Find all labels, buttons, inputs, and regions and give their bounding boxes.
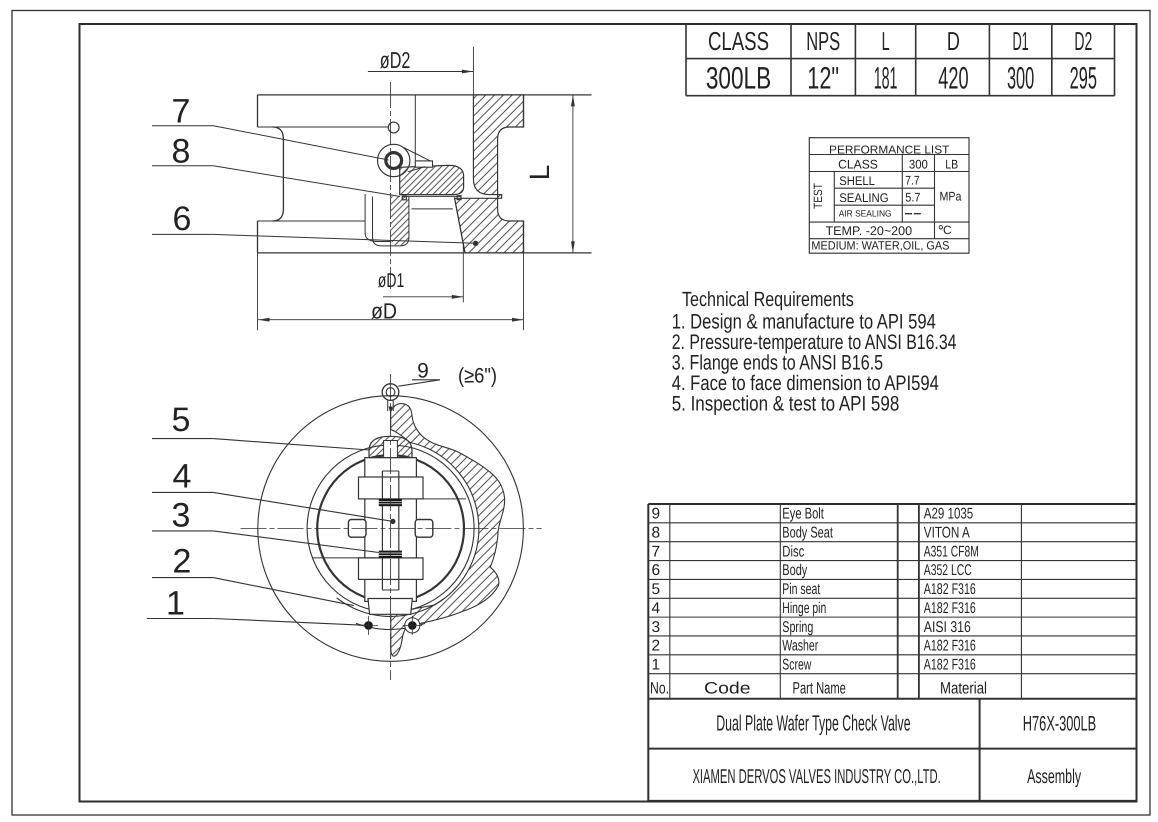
svg-text:9: 9 bbox=[652, 506, 661, 523]
svg-text:C: C bbox=[943, 223, 952, 237]
svg-text:Disc: Disc bbox=[782, 543, 804, 560]
svg-text:øD: øD bbox=[371, 299, 397, 324]
svg-text:AISI 316: AISI 316 bbox=[924, 619, 971, 636]
svg-text:420: 420 bbox=[938, 60, 968, 95]
svg-text:4: 4 bbox=[173, 457, 192, 495]
svg-text:MEDIUM: WATER,OIL, GAS: MEDIUM: WATER,OIL, GAS bbox=[811, 239, 949, 253]
svg-text:TEMP. -20~200: TEMP. -20~200 bbox=[826, 224, 913, 238]
svg-text:9: 9 bbox=[417, 360, 429, 383]
svg-text:A352 LCC: A352 LCC bbox=[924, 562, 972, 579]
svg-text:Assembly: Assembly bbox=[1027, 766, 1081, 788]
svg-text:Spring: Spring bbox=[782, 619, 813, 636]
svg-text:8: 8 bbox=[652, 525, 661, 542]
svg-text:Eye Bolt: Eye Bolt bbox=[782, 506, 824, 523]
svg-text:Hinge pin: Hinge pin bbox=[782, 600, 826, 617]
svg-text:TEST: TEST bbox=[811, 183, 825, 209]
svg-text:300LB: 300LB bbox=[706, 60, 771, 95]
svg-text:3: 3 bbox=[652, 619, 661, 636]
svg-text:2: 2 bbox=[173, 543, 192, 581]
svg-text:øD2: øD2 bbox=[380, 47, 411, 73]
svg-text:Body Seat: Body Seat bbox=[782, 525, 833, 542]
svg-text:A182 F316: A182 F316 bbox=[924, 656, 976, 673]
svg-text:6: 6 bbox=[652, 562, 661, 579]
svg-text:L: L bbox=[524, 165, 555, 181]
svg-text:8: 8 bbox=[172, 132, 191, 170]
svg-text:Material: Material bbox=[940, 680, 987, 698]
svg-text:SEALING: SEALING bbox=[839, 191, 888, 205]
svg-text:LB: LB bbox=[945, 157, 958, 171]
svg-text:CLASS: CLASS bbox=[838, 157, 878, 171]
svg-text:4. Face to face dimension to A: 4. Face to face dimension to API594 bbox=[672, 372, 939, 395]
svg-text:(≥6"): (≥6") bbox=[458, 364, 497, 387]
svg-text:A351 CF8M: A351 CF8M bbox=[924, 543, 979, 560]
svg-text:2. Pressure-temperature to ANS: 2. Pressure-temperature to ANSI B16.34 bbox=[672, 331, 957, 354]
svg-text:Washer: Washer bbox=[782, 638, 818, 655]
svg-text:Pin seat: Pin seat bbox=[782, 581, 820, 598]
svg-text:MPa: MPa bbox=[940, 190, 962, 204]
svg-text:PERFORMANCE LIST: PERFORMANCE LIST bbox=[829, 144, 949, 156]
svg-text:No.: No. bbox=[650, 680, 669, 698]
svg-text:Technical Requirements: Technical Requirements bbox=[682, 288, 854, 311]
svg-text:XIAMEN DERVOS VALVES INDUSTRY: XIAMEN DERVOS VALVES INDUSTRY CO.,LTD. bbox=[692, 766, 940, 788]
svg-text:A29 1035: A29 1035 bbox=[924, 506, 973, 523]
svg-text:3: 3 bbox=[172, 497, 191, 535]
svg-text:1: 1 bbox=[652, 656, 661, 673]
svg-text:Part Name: Part Name bbox=[793, 680, 846, 698]
svg-text:SHELL: SHELL bbox=[839, 174, 875, 188]
svg-text:5: 5 bbox=[652, 581, 661, 598]
svg-text:VITON A: VITON A bbox=[924, 525, 970, 542]
svg-text:1. Design & manufacture to API: 1. Design & manufacture to API 594 bbox=[672, 310, 936, 333]
svg-text:6: 6 bbox=[173, 200, 192, 238]
svg-text:12": 12" bbox=[807, 60, 839, 95]
svg-text:A182 F316: A182 F316 bbox=[924, 581, 976, 598]
svg-text:1: 1 bbox=[166, 585, 185, 623]
svg-text:Body: Body bbox=[782, 562, 807, 579]
svg-text:øD1: øD1 bbox=[378, 270, 405, 292]
svg-text:7.7: 7.7 bbox=[905, 174, 919, 188]
svg-text:Code: Code bbox=[704, 680, 751, 698]
svg-text:295: 295 bbox=[1070, 60, 1097, 95]
svg-text:3. Flange ends to ANSI B16.5: 3. Flange ends to ANSI B16.5 bbox=[672, 352, 883, 375]
svg-text:D1: D1 bbox=[1012, 26, 1028, 56]
svg-text:H76X-300LB: H76X-300LB bbox=[1023, 713, 1096, 736]
svg-text:4: 4 bbox=[652, 600, 661, 617]
svg-text:D: D bbox=[947, 26, 960, 56]
svg-text:CLASS: CLASS bbox=[708, 26, 769, 56]
svg-text:Dual Plate Wafer Type Check Va: Dual Plate Wafer Type Check Valve bbox=[716, 711, 910, 736]
svg-text:7: 7 bbox=[652, 543, 661, 560]
svg-text:300: 300 bbox=[1007, 60, 1034, 95]
svg-text:181: 181 bbox=[874, 60, 898, 95]
svg-text:A182 F316: A182 F316 bbox=[924, 638, 976, 655]
svg-text:D2: D2 bbox=[1074, 26, 1092, 56]
svg-text:5.7: 5.7 bbox=[905, 191, 920, 205]
svg-text:7: 7 bbox=[172, 92, 191, 130]
svg-text:AIR SEALING: AIR SEALING bbox=[839, 208, 892, 218]
svg-text:300: 300 bbox=[909, 157, 928, 171]
svg-text:NPS: NPS bbox=[806, 26, 840, 56]
svg-text:5. Inspection & test to API 59: 5. Inspection & test to API 598 bbox=[672, 393, 900, 416]
svg-text:A182 F316: A182 F316 bbox=[924, 600, 976, 617]
svg-text:2: 2 bbox=[652, 638, 661, 655]
svg-text:L: L bbox=[882, 26, 890, 56]
svg-text:5: 5 bbox=[172, 401, 191, 439]
svg-text:Screw: Screw bbox=[782, 656, 812, 673]
